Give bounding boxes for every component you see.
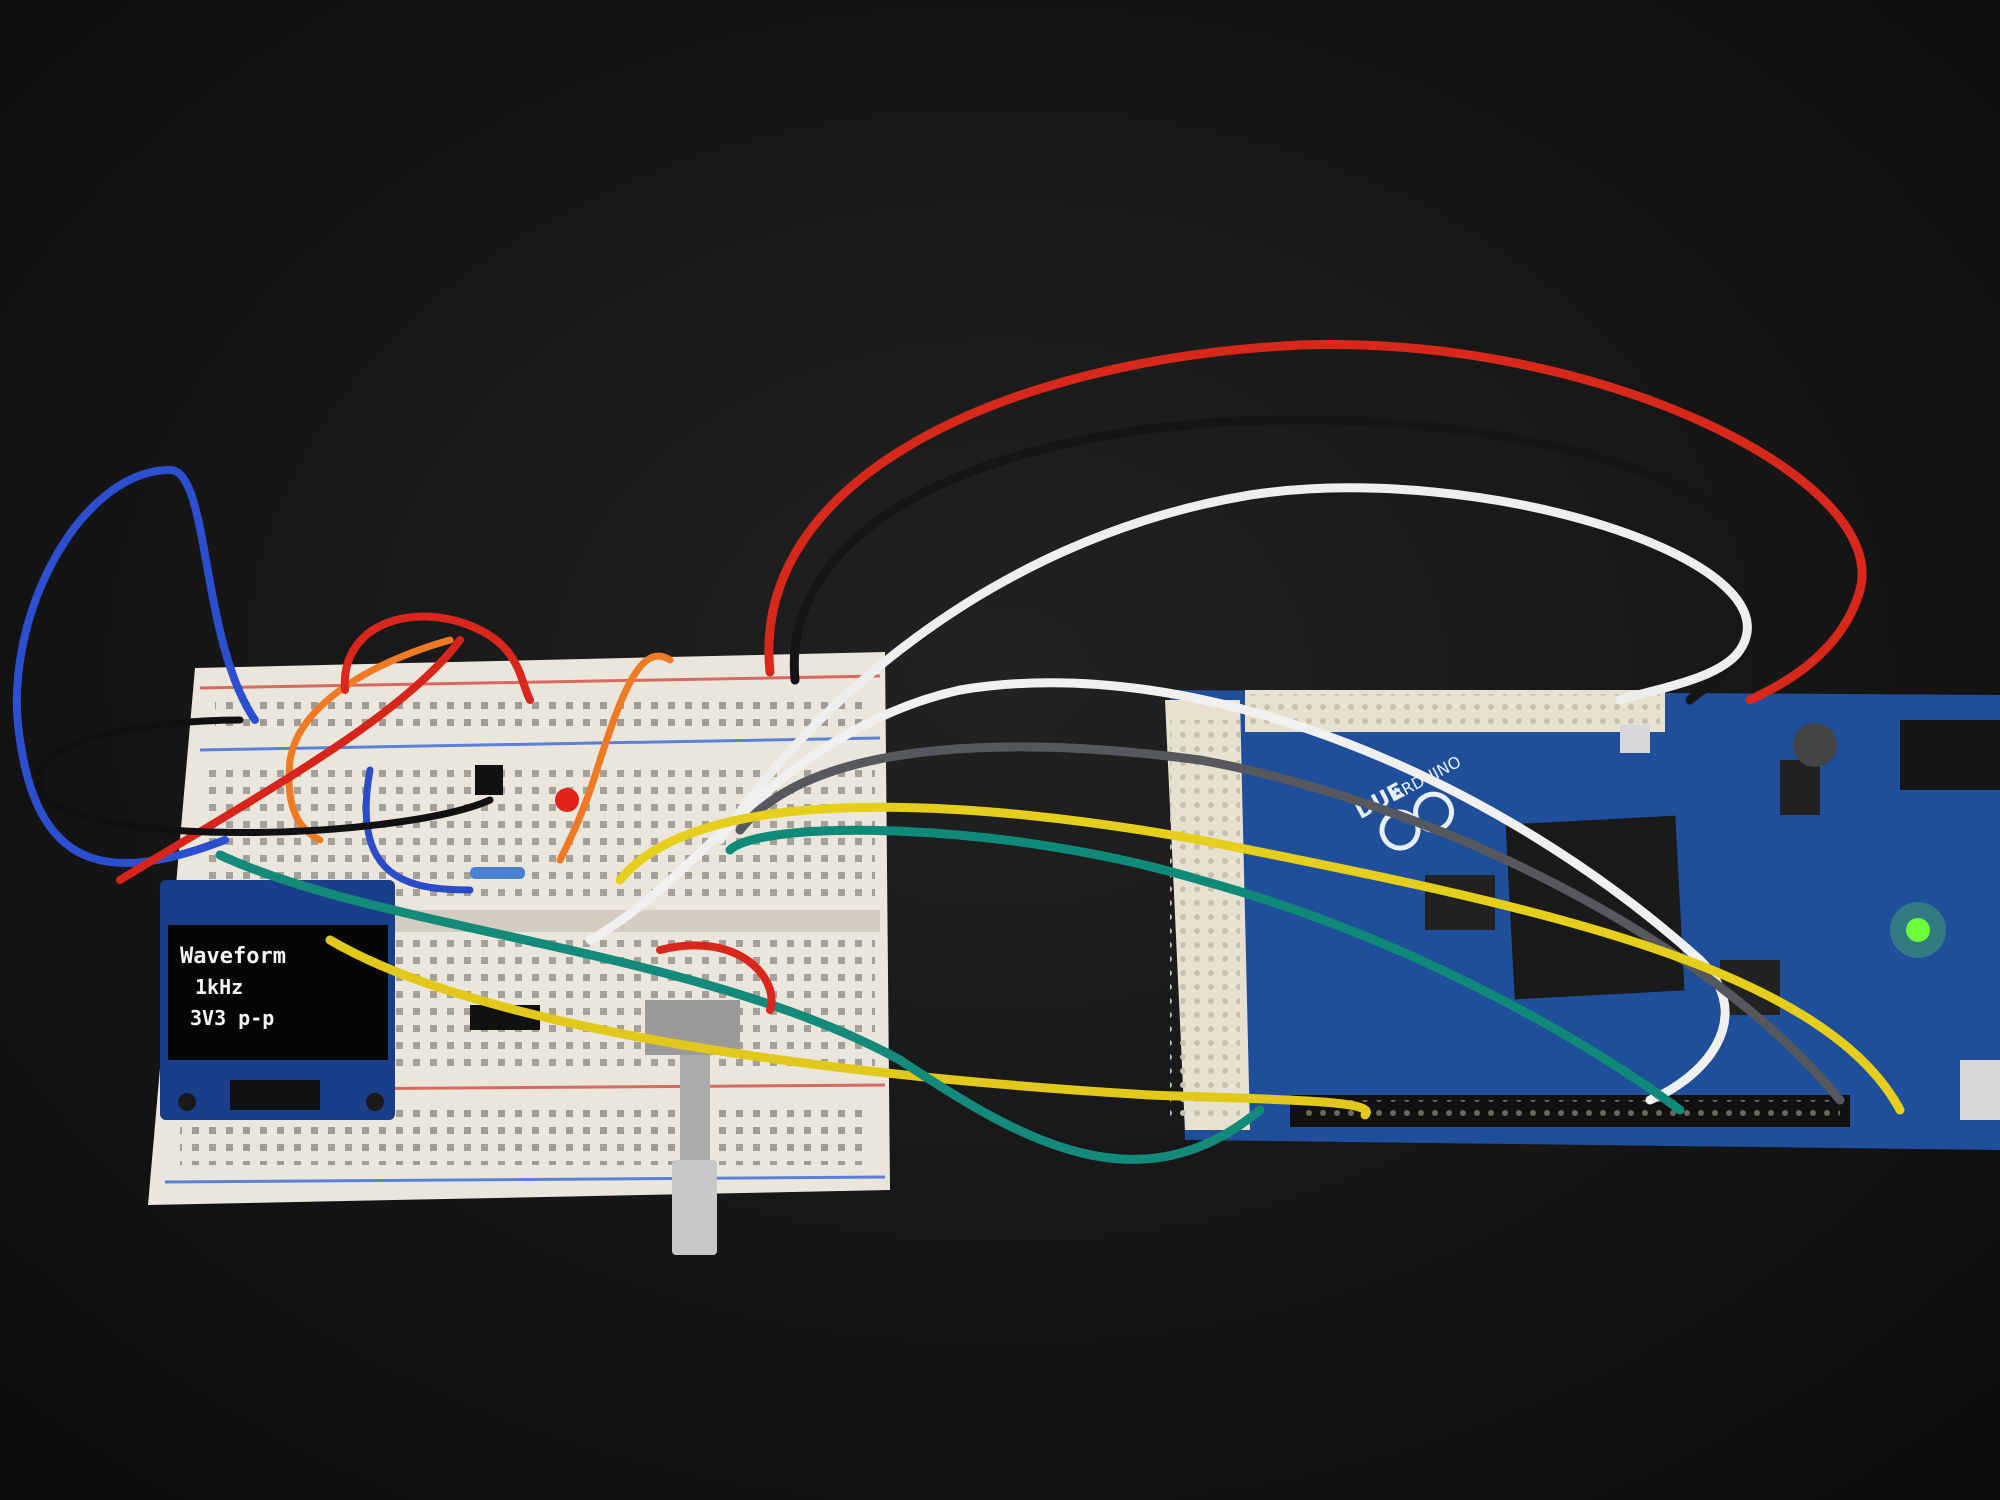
oled-line-2: 1kHz: [195, 975, 243, 999]
power-led: [1906, 918, 1930, 942]
yellow-signal-wire-2: [325, 935, 1371, 1120]
oled-line-1: Waveform: [180, 944, 286, 969]
red-led: [555, 788, 579, 812]
blue-jumper-wire: [362, 766, 474, 894]
wires: [12, 340, 1905, 1164]
arduino-board: DUE ARDUINO: [1165, 690, 2000, 1150]
red-jumper-wire-2: [116, 636, 464, 884]
black-ground-wire: [789, 415, 1777, 705]
oled-line-3: 3V3 p-p: [190, 1006, 274, 1030]
white-signal-wire: [715, 483, 1752, 845]
red-power-wire: [764, 340, 1867, 705]
teal-signal-wire: [725, 825, 1685, 1115]
orange-jumper-wire-2: [556, 652, 674, 864]
red-jumper-wire: [340, 612, 534, 704]
transistor: [475, 765, 503, 795]
rotary-potentiometer: [645, 1000, 740, 1255]
yellow-signal-wire: [615, 802, 1905, 1115]
orange-jumper-wire: [285, 636, 454, 844]
blue-loop-wire: [12, 465, 259, 867]
teal-signal-wire-2: [215, 850, 1265, 1164]
oled-module: Waveform 1kHz 3V3 p-p: [160, 880, 395, 1120]
resistor: [470, 867, 525, 879]
black-jumper-wire: [34, 716, 494, 836]
red-jumper-wire-3: [656, 941, 776, 1014]
white-signal-wire-2: [585, 678, 1730, 1105]
